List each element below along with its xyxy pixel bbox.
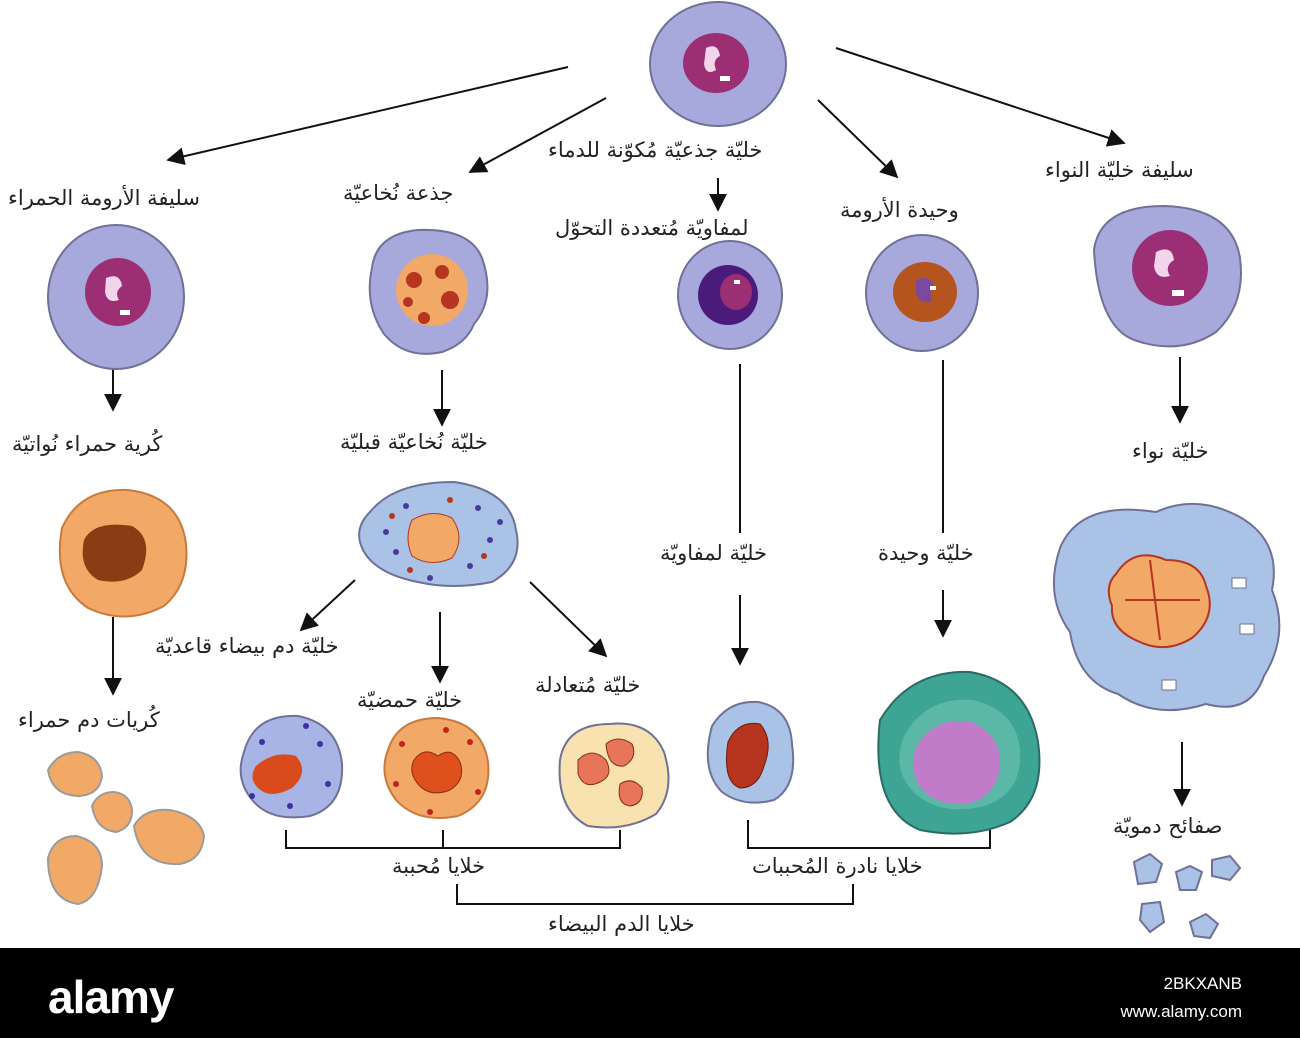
- normoblast-image: [58, 488, 188, 618]
- bracket-granulocytes: [285, 830, 621, 849]
- label-white-blood-cells: خلايا الدم البيضاء: [548, 912, 695, 936]
- arrow-to-myeloid: [468, 97, 607, 173]
- label-normoblast: كُرية حمراء نُواتيّة: [12, 432, 163, 456]
- label-promyelocyte: خليّة نُخاعيّة قبليّة: [340, 430, 488, 454]
- megakaryocyte-image: [1052, 503, 1281, 712]
- monocyte-image: [877, 670, 1041, 835]
- alamy-logo: alamy: [48, 971, 174, 1023]
- lymphoid-multipotent-image: [677, 240, 783, 350]
- stem-cell-image: [649, 1, 787, 127]
- label-agranulocytes: خلايا نادرة المُحببات: [752, 854, 923, 878]
- label-monoblast: وحيدة الأرومة: [840, 198, 959, 222]
- basophil-image: [239, 714, 344, 819]
- myeloid-stem-image: [368, 228, 489, 355]
- arrow-to-erythroid: [166, 66, 569, 166]
- image-code: 2BKXANB: [1163, 974, 1242, 993]
- bracket-white-blood-cells: [456, 884, 854, 905]
- lymphocyte-image: [706, 700, 795, 804]
- label-megakaryocyte-progenitor: سليفة خليّة النواء: [1045, 158, 1194, 182]
- eosinophil-image: [383, 716, 490, 819]
- label-monocyte: خليّة وحيدة: [878, 541, 974, 565]
- label-erythroid-progenitor: سليفة الأرومة الحمراء: [8, 186, 200, 210]
- hematopoiesis-diagram: [46, 1, 1281, 940]
- label-red-blood-cells: كُريات دم حمراء: [18, 708, 160, 732]
- label-basophil: خليّة دم بيضاء قاعديّة: [155, 634, 339, 658]
- erythroid-progenitor-image: [47, 224, 185, 370]
- promyelocyte-image: [358, 480, 519, 587]
- megakaryocyte-progenitor-image: [1092, 204, 1242, 348]
- label-megakaryocyte: خليّة نواء: [1132, 439, 1209, 463]
- label-neutrophil: خليّة مُتعادلة: [535, 673, 641, 697]
- platelets-image: [1132, 852, 1242, 940]
- label-eosinophil: خليّة حمضيّة: [357, 688, 463, 712]
- label-granulocytes: خلايا مُحببة: [392, 854, 486, 878]
- monoblast-image: [865, 234, 979, 352]
- bracket-agranulocytes: [747, 820, 991, 849]
- label-lymphoid-multipotent: لمفاويّة مُتعددة التحوّل: [555, 216, 749, 240]
- arrow-to-basophil: [299, 579, 356, 632]
- label-lymphocyte: خليّة لمفاويّة: [660, 541, 768, 565]
- label-stem-cell: خليّة جذعيّة مُكوّنة للدماء: [548, 138, 763, 162]
- red-blood-cells-image: [46, 750, 206, 906]
- arrow-to-monoblast: [817, 99, 899, 179]
- neutrophil-image: [558, 722, 670, 829]
- arrow-to-neutrophil: [529, 581, 608, 658]
- arrow-to-megakaryocyte-progenitor: [835, 47, 1126, 147]
- watermark-url: www.alamy.com: [1120, 1002, 1242, 1021]
- watermark-footer: alamy 2BKXANB www.alamy.com: [0, 948, 1300, 1038]
- brackets: [285, 820, 991, 905]
- label-myeloid-stem: جذعة نُخاعيّة: [343, 181, 454, 205]
- label-platelets: صفائح دمويّة: [1113, 814, 1223, 838]
- arrows: [104, 47, 1191, 807]
